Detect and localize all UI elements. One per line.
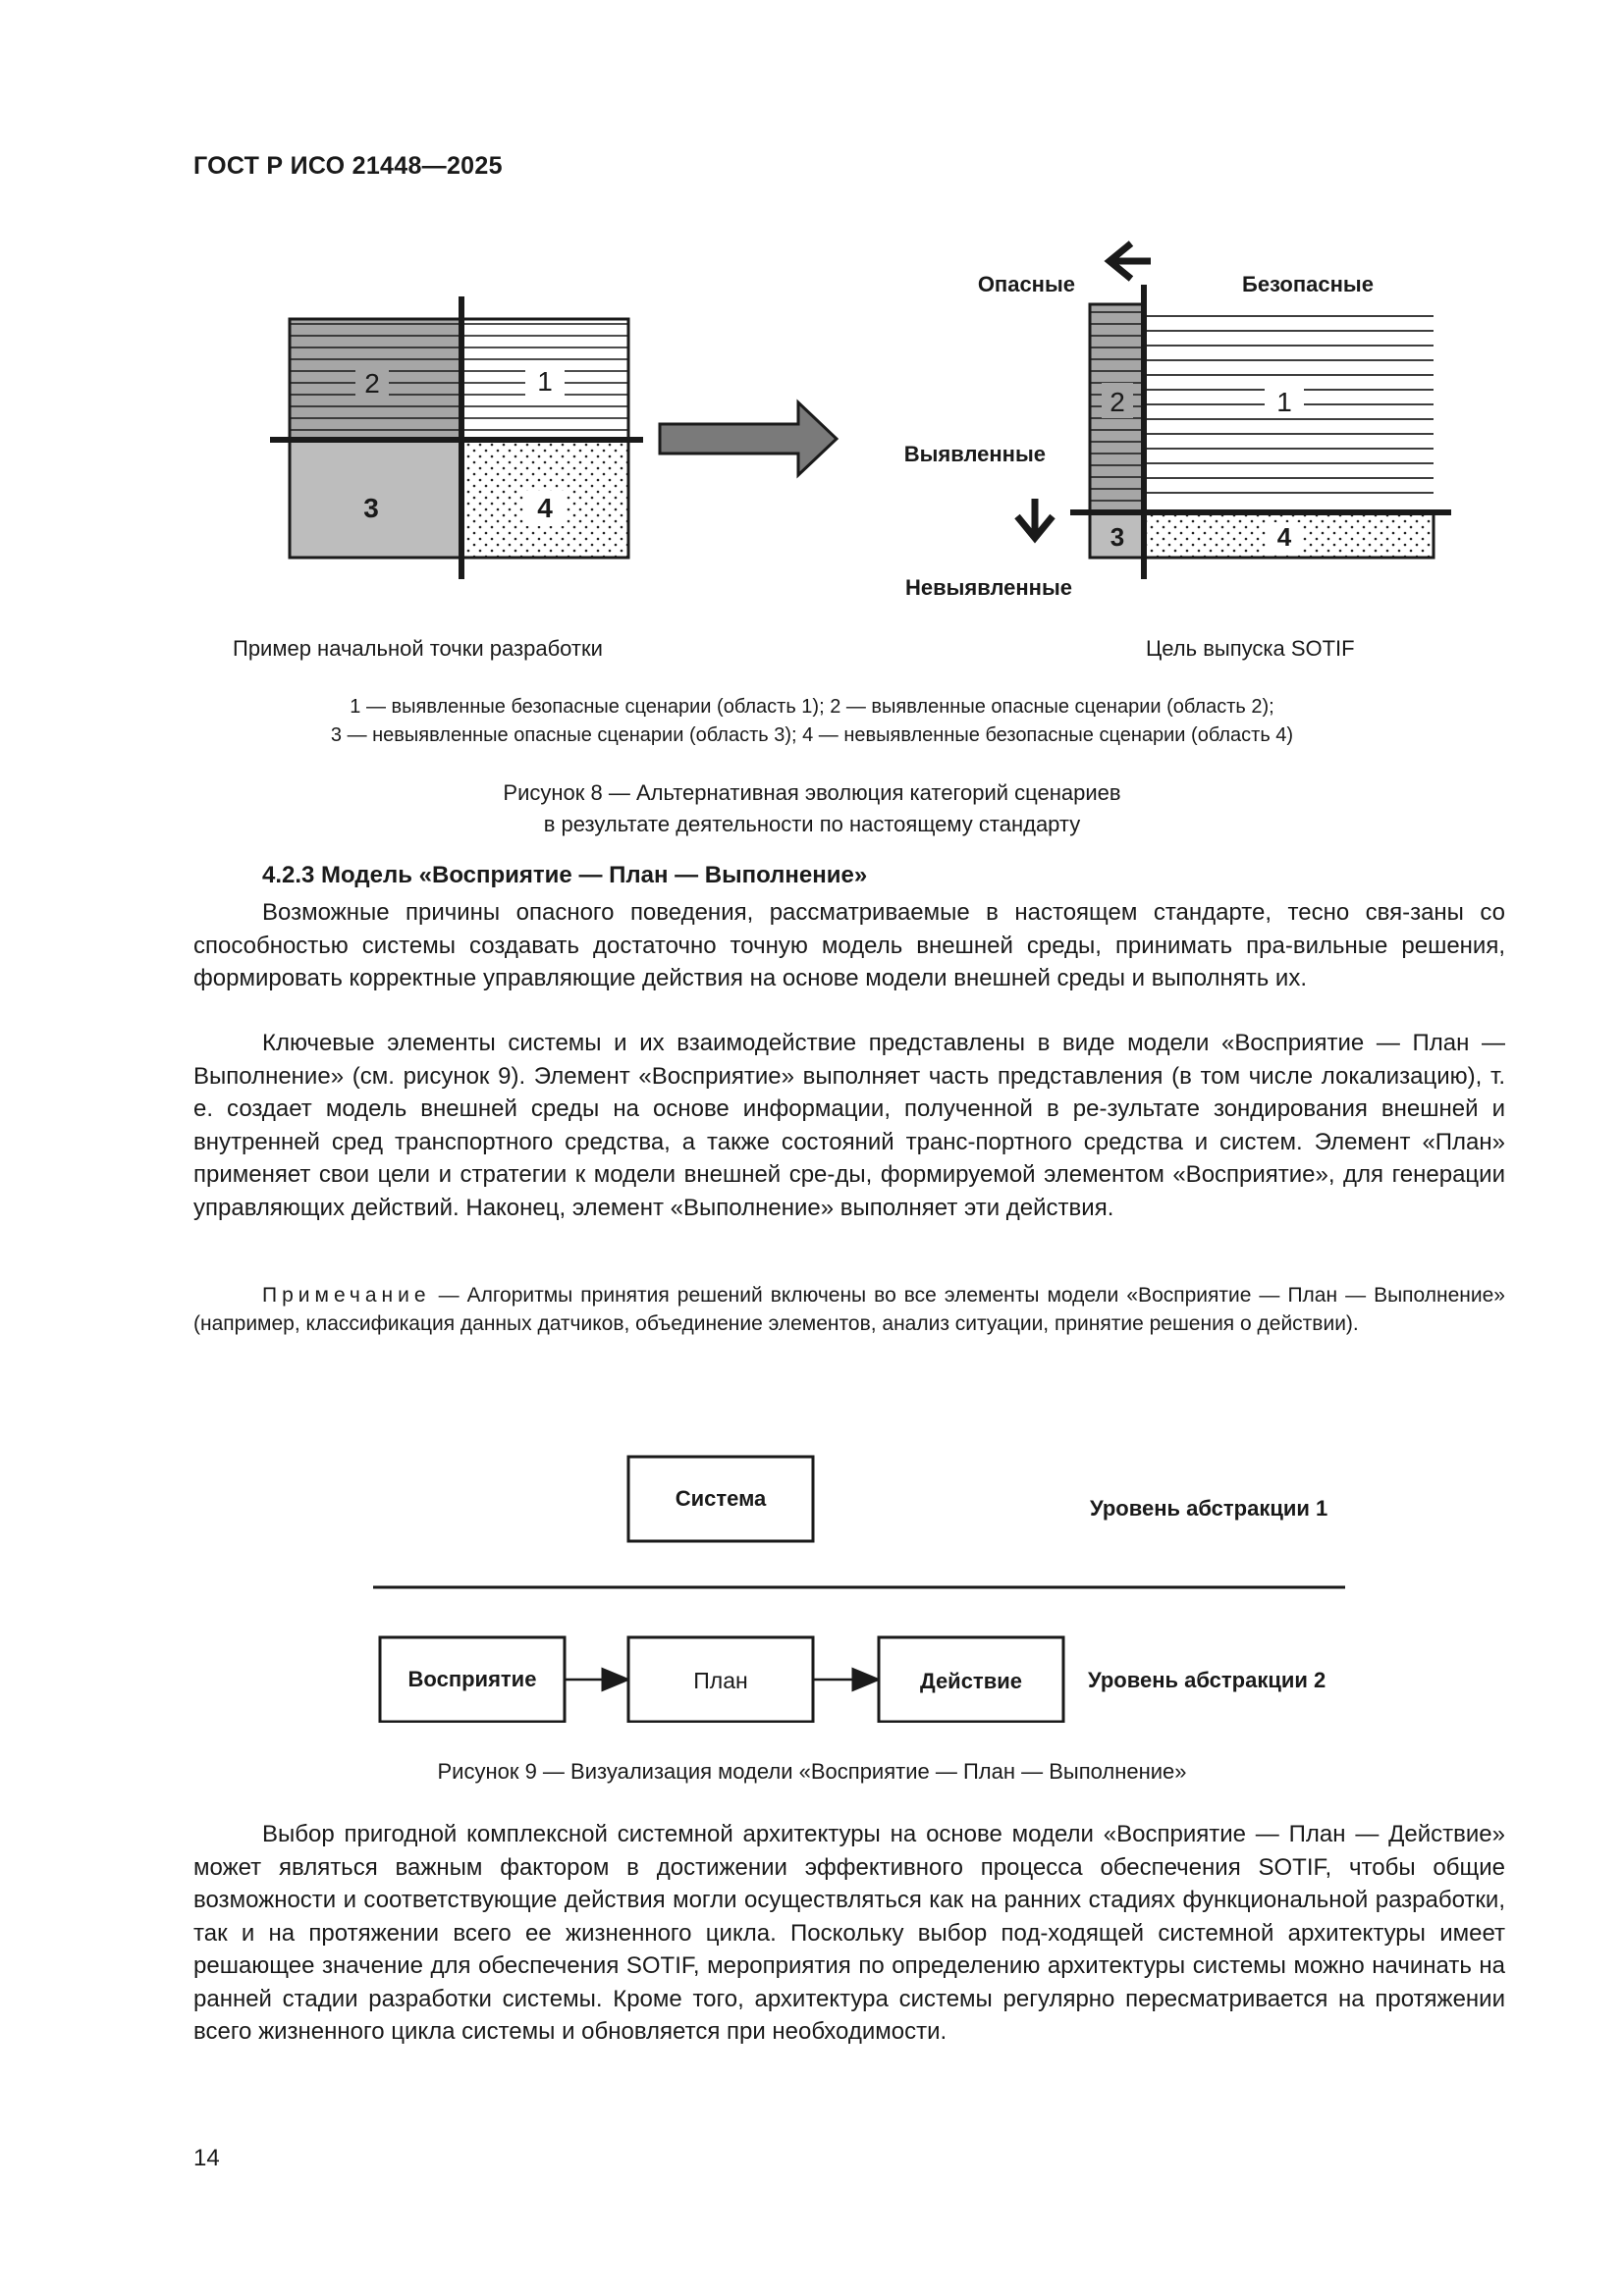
right-area3-label: 3 bbox=[1110, 522, 1124, 552]
label-safe: Безопасные bbox=[1242, 272, 1374, 296]
label-hazardous: Опасные bbox=[978, 272, 1075, 296]
figure-8-title: Рисунок 8 — Альтернативная эволюция кате… bbox=[0, 777, 1624, 840]
paragraph-1: Возможные причины опасного поведения, ра… bbox=[193, 899, 1505, 991]
left-quadrant-diagram: 2 1 3 4 bbox=[270, 296, 643, 579]
arrow-left-icon bbox=[1104, 240, 1151, 282]
arrow-down-icon bbox=[1014, 499, 1056, 544]
figure-8-diagram: 2 1 3 4 bbox=[270, 240, 1451, 600]
figure-8-title-line-2: в результате деятельности по настоящему … bbox=[543, 812, 1081, 836]
note-text: — Алгоритмы принятия решений включены во… bbox=[193, 1284, 1505, 1335]
left-area1-label: 1 bbox=[537, 366, 553, 397]
figure-8-title-line-1: Рисунок 8 — Альтернативная эволюция кате… bbox=[503, 780, 1121, 805]
closing-paragraph: Выбор пригодной комплексной системной ар… bbox=[193, 1821, 1505, 2045]
left-area4-label: 4 bbox=[537, 493, 553, 523]
abstraction-level-1: Уровень абстракции 1 bbox=[1090, 1496, 1327, 1521]
caption-sotif-target: Цель выпуска SOTIF bbox=[1146, 636, 1355, 661]
perception-label: Восприятие bbox=[408, 1667, 537, 1691]
right-area1-label: 1 bbox=[1276, 387, 1292, 417]
document-id: ГОСТ Р ИСО 21448—2025 bbox=[193, 152, 503, 180]
plan-box bbox=[626, 1635, 815, 1723]
legend-line-1: 1 — выявленные безопасные сценарии (обла… bbox=[350, 696, 1274, 718]
figure-9-diagram: Система Уровень абстракции 1 Восприятие … bbox=[373, 1455, 1345, 1723]
figure-8-legend: 1 — выявленные безопасные сценарии (обла… bbox=[0, 693, 1624, 750]
section-heading: 4.2.3 Модель «Восприятие — План — Выполн… bbox=[262, 862, 868, 888]
note-label: Примечание bbox=[262, 1284, 431, 1307]
label-unknown: Невыявленные bbox=[905, 575, 1072, 600]
label-known: Выявленные bbox=[904, 442, 1046, 466]
abstraction-level-2: Уровень абстракции 2 bbox=[1088, 1668, 1326, 1692]
plan-label: План bbox=[693, 1668, 747, 1693]
transition-arrow-icon bbox=[658, 399, 839, 479]
action-box bbox=[877, 1635, 1065, 1723]
note: Примечание — Алгоритмы принятия решений … bbox=[193, 1281, 1505, 1338]
right-quadrant-diagram: 2 1 3 4 bbox=[1070, 285, 1451, 579]
figure-9-title: Рисунок 9 — Визуализация модели «Восприя… bbox=[437, 1759, 1187, 1784]
paragraph-2: Ключевые элементы системы и их взаимодей… bbox=[193, 1030, 1505, 1221]
left-area3-label: 3 bbox=[363, 493, 379, 523]
right-area4-label: 4 bbox=[1277, 522, 1292, 552]
system-label: Система bbox=[676, 1486, 767, 1511]
system-box bbox=[626, 1455, 815, 1543]
action-label: Действие bbox=[920, 1669, 1022, 1693]
right-area2-label: 2 bbox=[1110, 387, 1125, 417]
page-number: 14 bbox=[193, 2145, 220, 2171]
caption-initial-point: Пример начальной точки разработки bbox=[233, 636, 603, 661]
perception-box bbox=[378, 1635, 567, 1723]
left-area2-label: 2 bbox=[364, 368, 380, 399]
legend-line-2: 3 — невыявленные опасные сценарии (облас… bbox=[330, 724, 1294, 746]
